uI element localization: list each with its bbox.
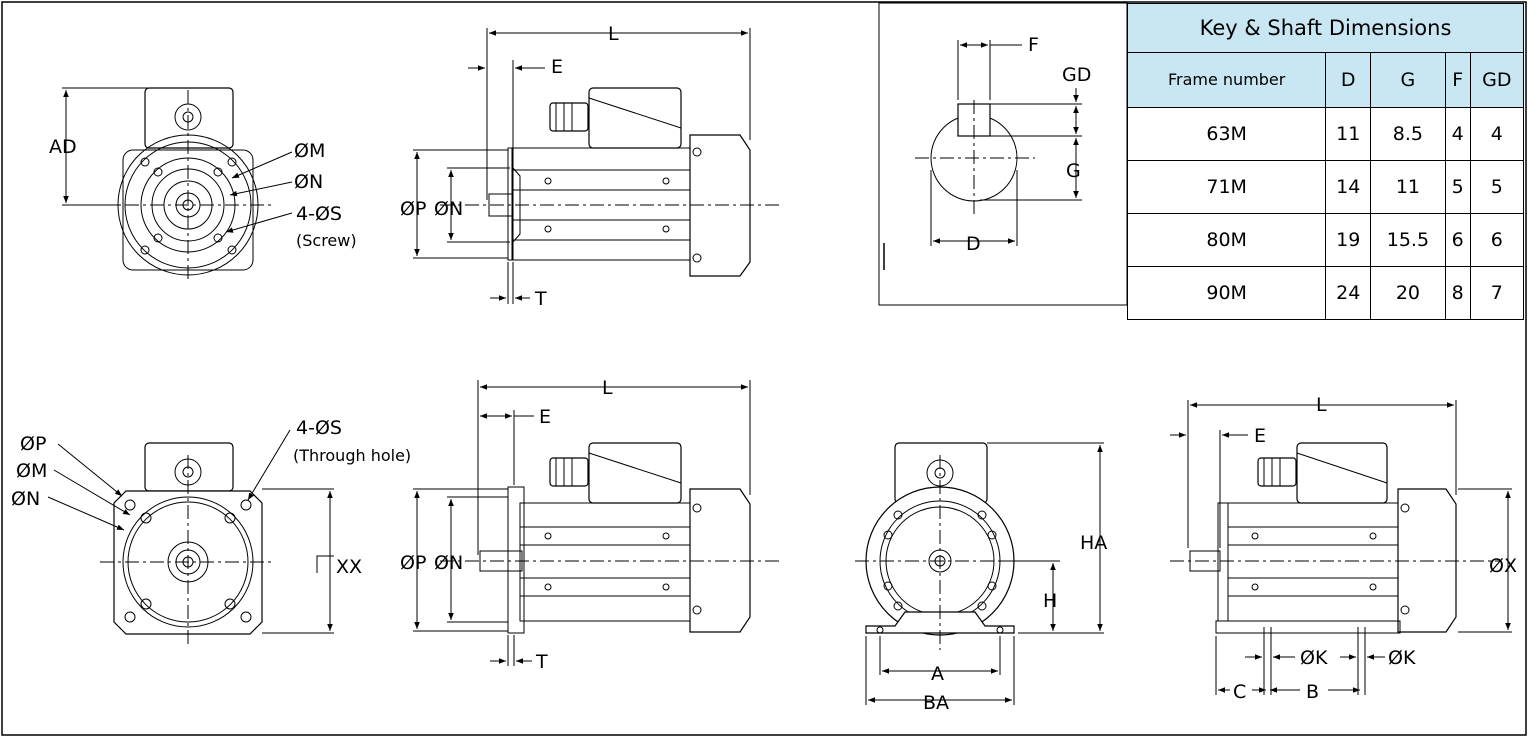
label-e-3: E (1254, 425, 1266, 447)
label-g: G (1066, 160, 1081, 182)
table-cell: 8.5 (1370, 107, 1446, 161)
table-header-row: Frame number D G F GD (1126, 52, 1525, 108)
label-c: C (1233, 681, 1246, 703)
label-hole-note: (Through hole) (293, 446, 411, 465)
table-cell: 8 (1444, 266, 1471, 320)
front-view-flange (100, 87, 275, 280)
label-ox: ØX (1489, 555, 1517, 577)
table-cell: 11 (1370, 160, 1446, 214)
label-op-2: ØP (20, 433, 46, 455)
label-screw-note: (Screw) (296, 231, 357, 250)
key-panel-border (878, 2, 1128, 306)
label-os-screw: 4-ØS (296, 203, 342, 225)
table-cell: 15.5 (1370, 213, 1446, 267)
table-cell: 4 (1469, 107, 1525, 161)
table-cell: 6 (1444, 213, 1471, 267)
table-cell: 24 (1325, 266, 1372, 320)
table-row: 71M 14 11 5 5 (1126, 160, 1525, 214)
label-e-1: E (551, 56, 563, 78)
side-view-foot (1170, 442, 1500, 634)
label-e-2: E (539, 406, 551, 428)
label-on-1: ØN (294, 171, 323, 193)
label-gd: GD (1062, 64, 1091, 86)
label-b: B (1306, 681, 1319, 703)
col-header-gd: GD (1469, 52, 1525, 108)
label-om-1: ØM (294, 140, 325, 162)
front-view-foot (855, 442, 1060, 650)
label-l-1: L (608, 23, 619, 45)
label-xx: XX (336, 556, 362, 578)
label-on-3: ØN (11, 488, 40, 510)
label-ok-1: ØK (1300, 647, 1328, 669)
label-os-hole: 4-ØS (296, 417, 342, 439)
label-h: H (1043, 590, 1057, 612)
table-cell: 63M (1126, 107, 1327, 161)
table-row: 63M 11 8.5 4 4 (1126, 107, 1525, 161)
shaft-key-view (915, 100, 1035, 215)
table-title: Key & Shaft Dimensions (1127, 3, 1524, 53)
label-op-3: ØP (400, 552, 426, 574)
label-ok-2: ØK (1388, 647, 1416, 669)
label-om-2: ØM (16, 460, 47, 482)
label-on-2: ØN (434, 198, 463, 220)
label-ad: AD (49, 136, 77, 158)
key-shaft-table: Key & Shaft Dimensions Frame number D G … (1126, 3, 1525, 320)
label-l-3: L (1316, 394, 1327, 416)
table-cell: 14 (1325, 160, 1372, 214)
label-l-2: L (602, 377, 613, 399)
side-view-flange (440, 87, 780, 277)
label-on-4: ØN (434, 552, 463, 574)
label-op-1: ØP (400, 198, 426, 220)
table-cell: 80M (1126, 213, 1327, 267)
label-a: A (931, 663, 944, 685)
col-header-frame: Frame number (1126, 52, 1327, 108)
col-header-f: F (1444, 52, 1471, 108)
label-d: D (966, 233, 981, 255)
table-cell: 90M (1126, 266, 1327, 320)
table-cell: 19 (1325, 213, 1372, 267)
table-row: 80M 19 15.5 6 6 (1126, 213, 1525, 267)
label-t-1: T (534, 288, 547, 310)
side-view-square-flange (440, 442, 780, 634)
front-view-square-flange (100, 442, 275, 645)
label-t-2: T (535, 651, 548, 673)
label-f: F (1028, 34, 1039, 56)
table-cell: 5 (1444, 160, 1471, 214)
label-ha: HA (1080, 532, 1107, 554)
table-cell: 71M (1126, 160, 1327, 214)
table-cell: 7 (1469, 266, 1525, 320)
col-header-g: G (1370, 52, 1446, 108)
table-row: 90M 24 20 8 7 (1126, 266, 1525, 320)
table-cell: 4 (1444, 107, 1471, 161)
table-cell: 11 (1325, 107, 1372, 161)
label-ba: BA (923, 692, 949, 714)
col-header-d: D (1325, 52, 1372, 108)
table-cell: 5 (1469, 160, 1525, 214)
table-cell: 20 (1370, 266, 1446, 320)
table-cell: 6 (1469, 213, 1525, 267)
